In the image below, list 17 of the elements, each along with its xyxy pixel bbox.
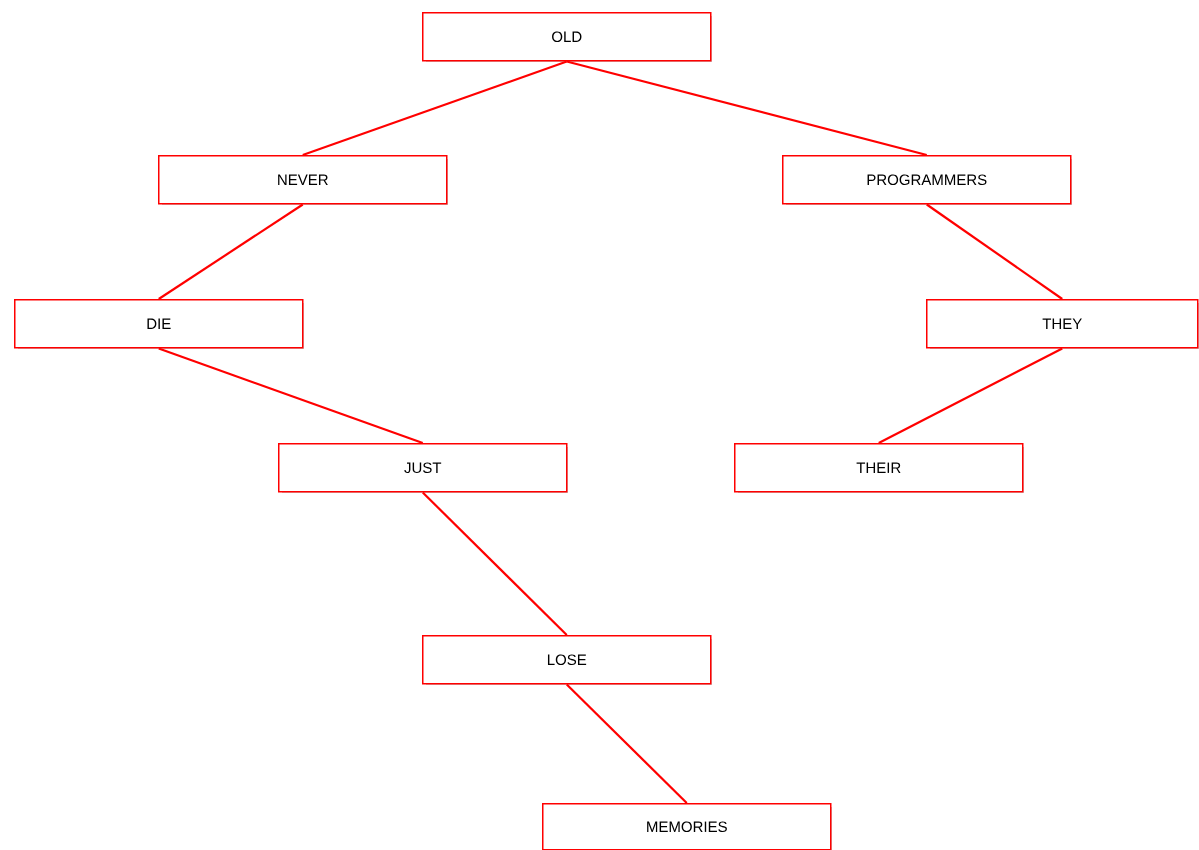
word-box: NEVER xyxy=(158,155,448,205)
word-box: OLD xyxy=(422,12,712,62)
word-box: DIE xyxy=(14,299,304,349)
connector-line xyxy=(302,60,568,157)
word-box: THEIR xyxy=(734,443,1024,493)
word-box: PROGRAMMERS xyxy=(782,155,1072,205)
word-box: THEY xyxy=(926,299,1199,349)
connector-line xyxy=(926,203,1063,300)
connector-line xyxy=(422,491,568,636)
connector-line xyxy=(566,60,928,157)
word-box: JUST xyxy=(278,443,568,493)
connector-line xyxy=(158,203,304,300)
connector-line xyxy=(878,347,1063,444)
word-box: LOSE xyxy=(422,635,712,685)
connector-line xyxy=(158,347,424,445)
word-box: MEMORIES xyxy=(542,803,832,850)
connector-line xyxy=(566,683,688,804)
